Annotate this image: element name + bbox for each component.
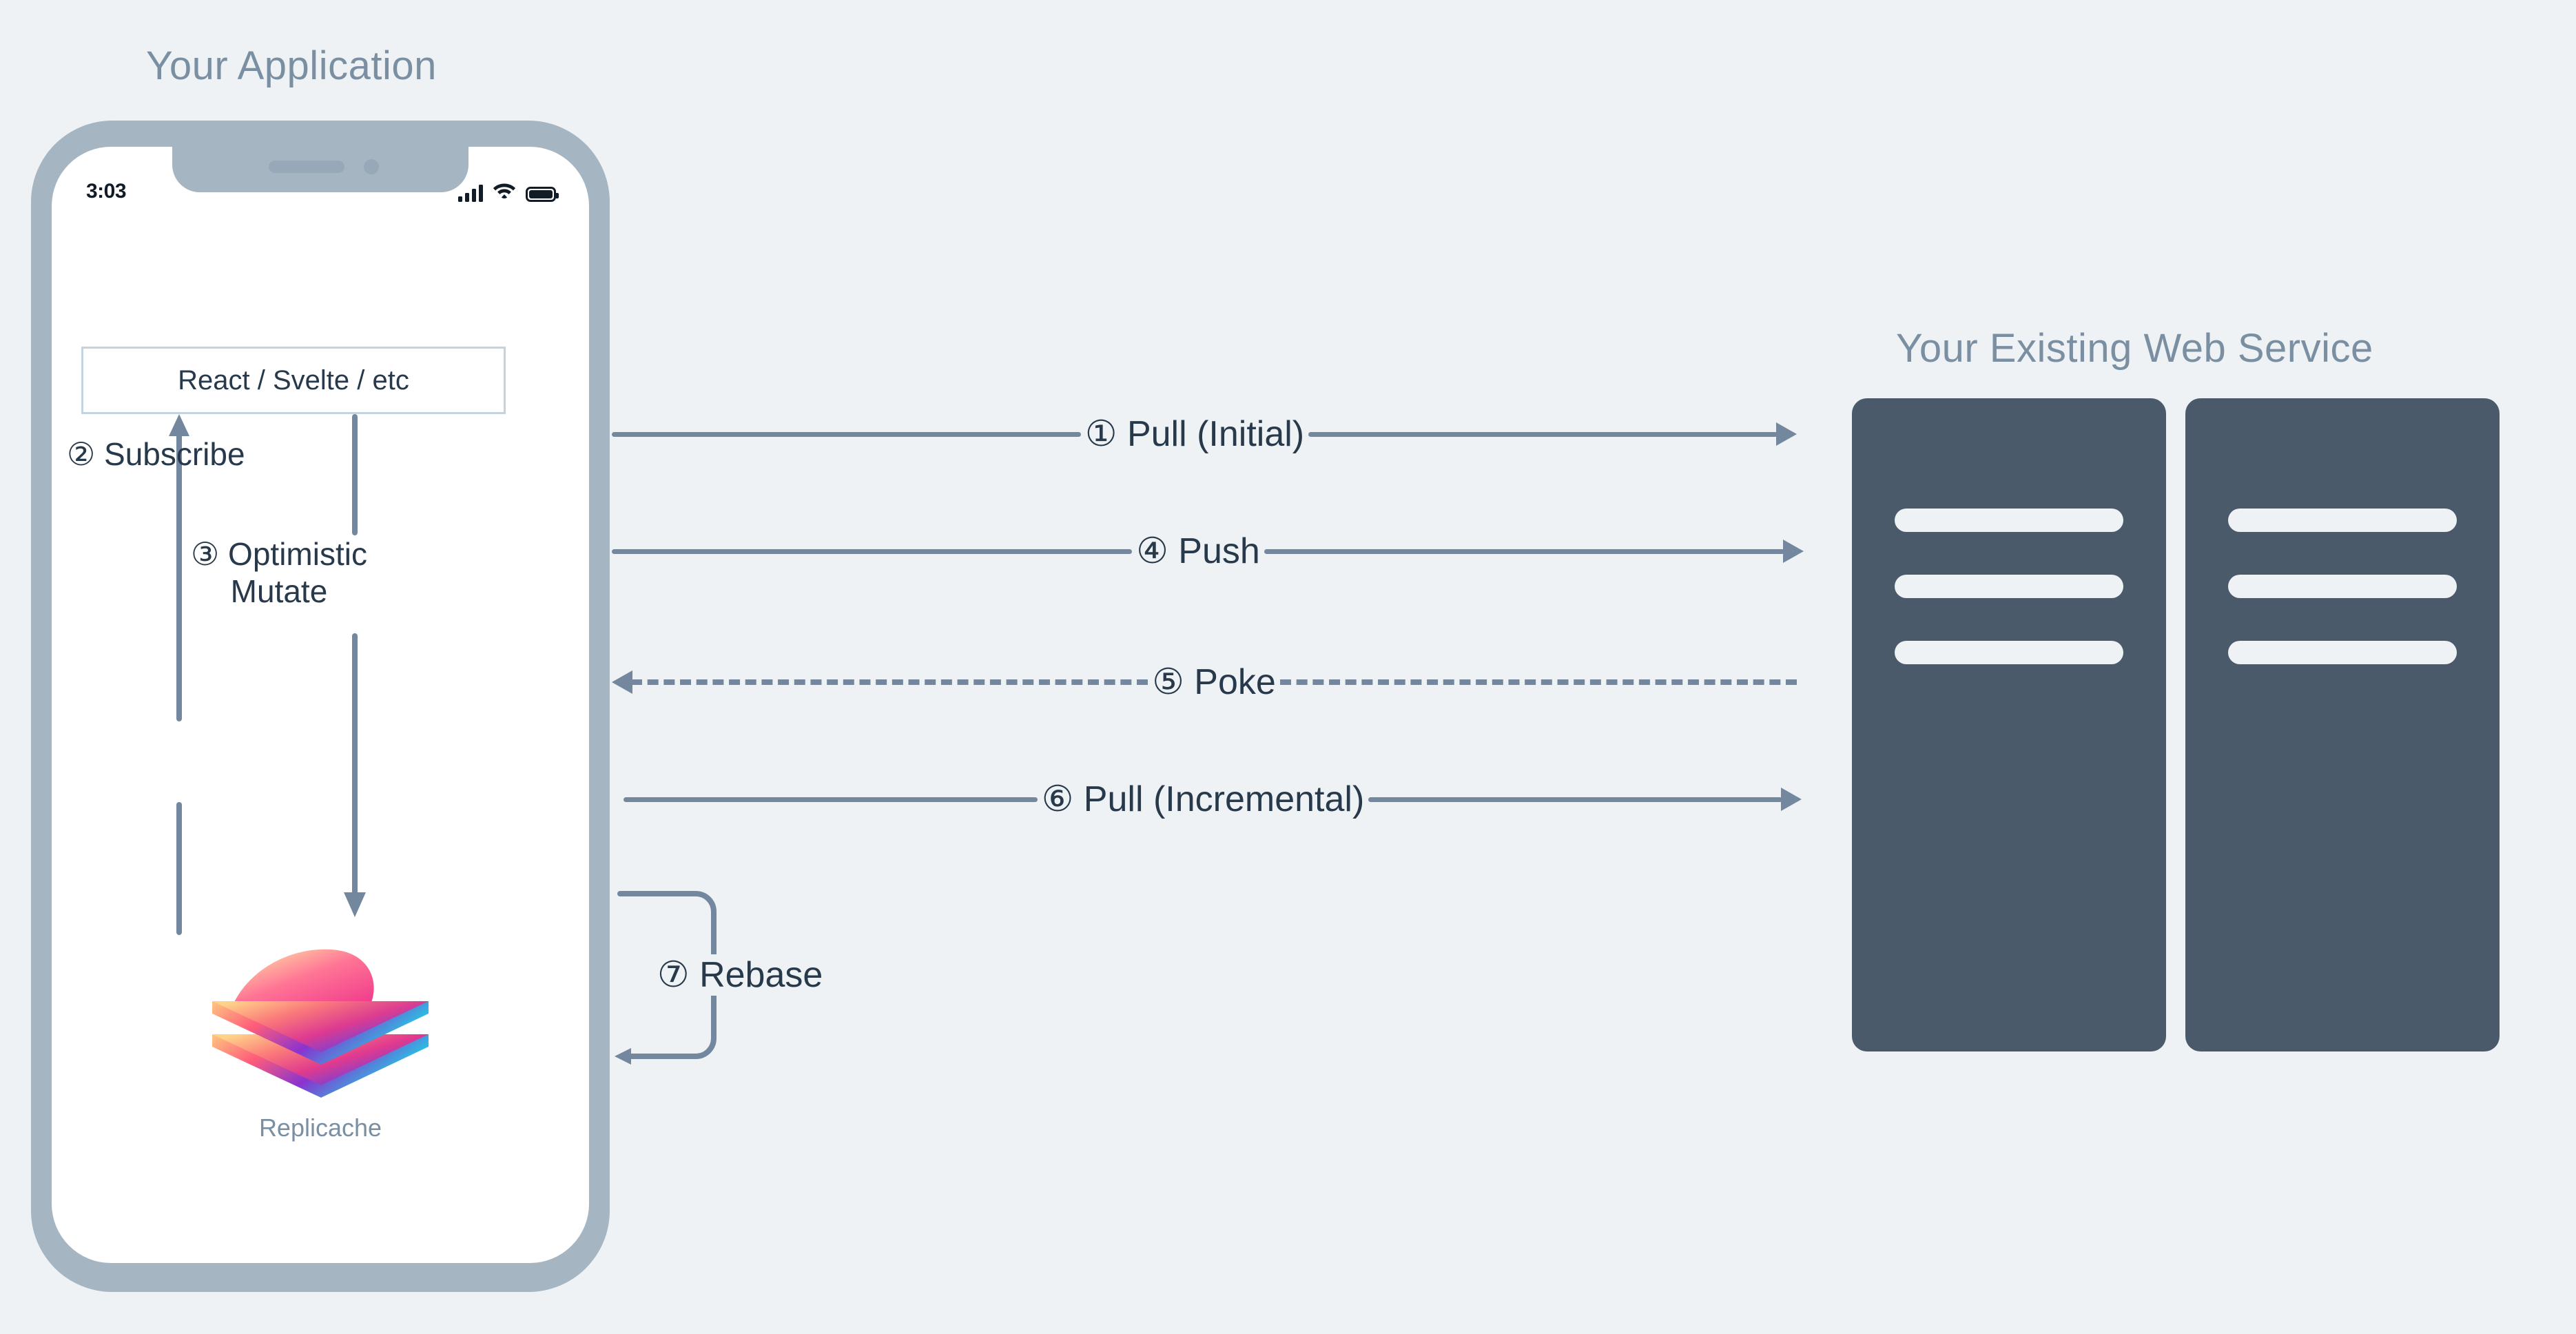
framework-box-label: React / Svelte / etc — [178, 365, 409, 396]
status-bar-time: 3:03 — [86, 180, 127, 203]
poke-arrowhead — [612, 670, 632, 694]
server-rack-1-bar-1 — [1894, 509, 2124, 532]
poke-line-right — [1279, 679, 1797, 685]
subscribe-step-label: ② Subscribe — [67, 436, 245, 472]
push-line-right — [1264, 548, 1784, 554]
wifi-icon — [493, 181, 516, 202]
server-rack-1-bar-3 — [1894, 641, 2124, 664]
mutate-arrow-head — [344, 892, 366, 917]
server-section-title: Your Existing Web Service — [1896, 326, 2373, 371]
phone-notch — [172, 147, 468, 192]
poke-line-left — [631, 679, 1148, 685]
client-section-title: Your Application — [146, 43, 437, 88]
battery-icon — [526, 187, 559, 202]
flow-push: ④ Push — [612, 520, 1804, 582]
status-bar: 3:03 — [52, 178, 589, 206]
replicache-layers-logo — [212, 949, 429, 1098]
flow-pull-initial: ① Pull (Initial) — [612, 403, 1797, 465]
push-arrowhead — [1783, 540, 1804, 563]
flow-rebase: ⑦ Rebase — [613, 885, 826, 1065]
rebase-label: ⑦ Rebase — [655, 954, 826, 996]
front-camera-icon — [364, 159, 379, 174]
phone-device: 3:03 React / — [31, 121, 610, 1292]
optimistic-mutate-step-label: ③ Optimistic Mutate — [191, 536, 367, 609]
poke-label: ⑤ Poke — [1148, 661, 1280, 703]
pull-incremental-arrowhead — [1781, 788, 1802, 811]
push-label: ④ Push — [1132, 531, 1264, 572]
rebase-arrowhead — [615, 1048, 631, 1065]
flow-pull-incremental: ⑥ Pull (Incremental) — [624, 768, 1802, 830]
pull-initial-label: ① Pull (Initial) — [1080, 413, 1309, 455]
pull-incremental-label: ⑥ Pull (Incremental) — [1037, 779, 1369, 820]
server-rack-2 — [2185, 398, 2500, 1051]
phone-screen: 3:03 React / — [52, 147, 589, 1263]
pull-initial-line-left — [612, 431, 1081, 437]
server-rack-1 — [1852, 398, 2166, 1051]
push-line-left — [612, 548, 1133, 554]
pull-incremental-line-left — [624, 797, 1038, 802]
framework-box: React / Svelte / etc — [81, 347, 506, 414]
server-rack-1-bar-2 — [1894, 575, 2124, 598]
replicache-datastore: Replicache — [196, 932, 444, 1142]
pull-initial-arrowhead — [1776, 422, 1797, 446]
server-group — [1852, 398, 2500, 1051]
pull-incremental-line-right — [1368, 797, 1783, 802]
status-bar-icons — [458, 178, 559, 202]
subscribe-arrow-head — [169, 414, 189, 436]
earpiece-speaker-icon — [269, 161, 344, 173]
pull-initial-line-right — [1308, 431, 1778, 437]
server-rack-2-bar-3 — [2227, 641, 2457, 664]
server-rack-2-bar-2 — [2227, 575, 2457, 598]
flow-poke: ⑤ Poke — [612, 651, 1797, 713]
server-rack-2-bar-1 — [2227, 509, 2457, 532]
replicache-logo-caption: Replicache — [258, 1114, 382, 1142]
phone-internal-arrows — [169, 414, 366, 935]
cellular-signal-icon — [458, 184, 483, 202]
